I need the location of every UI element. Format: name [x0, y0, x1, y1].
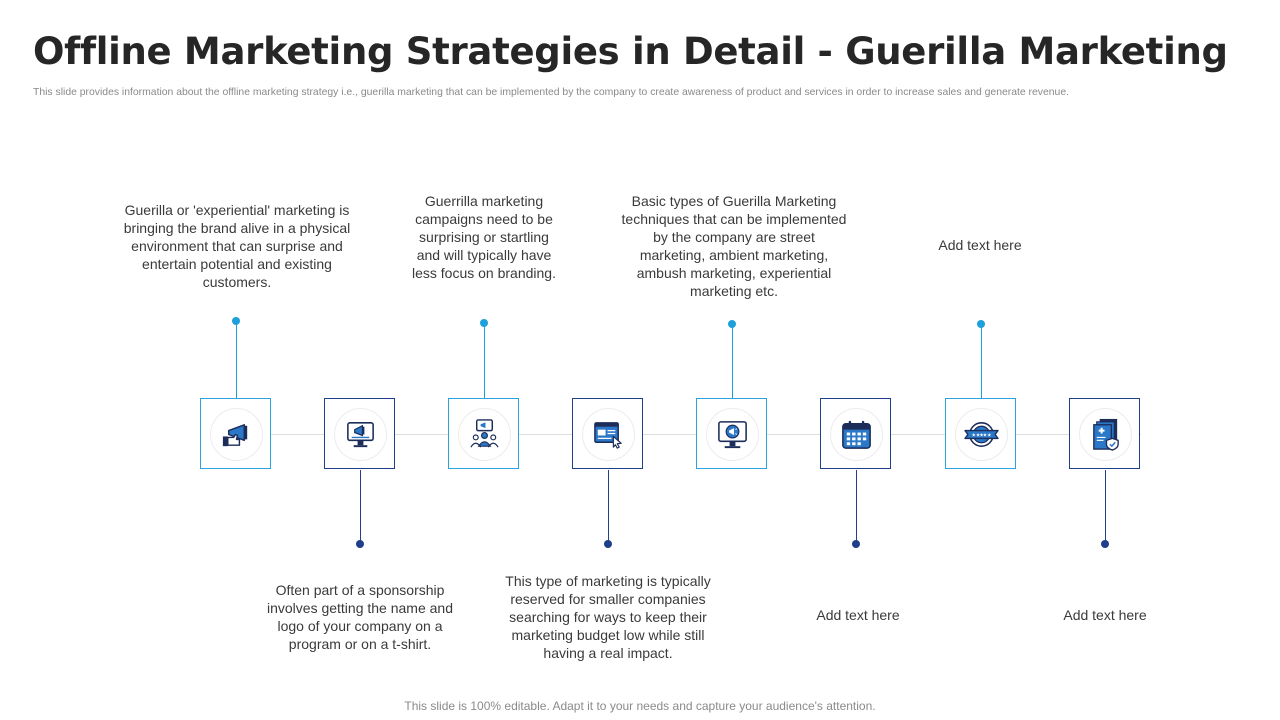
svg-text:★: ★ — [983, 432, 988, 438]
connector-dot-8 — [1101, 540, 1109, 548]
web-page-cursor-icon — [594, 422, 622, 449]
step-2-text[interactable]: Often part of a sponsorship involves get… — [266, 582, 453, 652]
desktop-announcement-icon — [718, 421, 747, 449]
step-1-text[interactable]: Guerilla or 'experiential' marketing is … — [123, 202, 351, 290]
connector-dot-2 — [356, 540, 364, 548]
step-8-icon-box — [1069, 398, 1140, 469]
slide-title: Offline Marketing Strategies in Detail -… — [33, 30, 1228, 73]
connector-line-6 — [856, 470, 857, 544]
step-2-icon-box — [324, 398, 395, 469]
step-7-text[interactable]: Add text here — [938, 237, 1022, 253]
step-5-text[interactable]: Basic types of Guerilla Marketing techni… — [621, 193, 847, 299]
connector-dot-6 — [852, 540, 860, 548]
step-6-icon-box — [820, 398, 891, 469]
megaphone-hand-icon — [222, 424, 248, 447]
step-3-text[interactable]: Guerrilla marketing campaigns need to be… — [412, 193, 556, 281]
svg-text:★: ★ — [987, 432, 992, 438]
connector-line-2 — [360, 470, 361, 544]
audience-presentation-icon — [470, 419, 499, 448]
connector-line-1 — [236, 321, 237, 399]
svg-text:★: ★ — [979, 432, 984, 438]
connector-line-3 — [484, 323, 485, 399]
timeline-axis — [200, 434, 1141, 435]
calendar-icon — [842, 420, 871, 449]
connector-line-5 — [732, 324, 733, 399]
svg-text:★: ★ — [976, 432, 981, 438]
step-7-icon-box: ★★★★★ — [945, 398, 1016, 469]
connector-dot-1 — [232, 317, 240, 325]
connector-line-4 — [608, 470, 609, 544]
monitor-megaphone-icon — [347, 422, 374, 448]
step-4-text[interactable]: This type of marketing is typically rese… — [505, 573, 711, 661]
step-8-text[interactable]: Add text here — [1063, 607, 1147, 623]
rating-badge-icon: ★★★★★ — [964, 422, 999, 447]
connector-dot-5 — [728, 320, 736, 328]
step-1-icon-box — [200, 398, 271, 469]
step-4-icon-box — [572, 398, 643, 469]
connector-dot-3 — [480, 319, 488, 327]
connector-line-8 — [1105, 470, 1106, 544]
step-6-text[interactable]: Add text here — [816, 607, 900, 623]
step-3-icon-box — [448, 398, 519, 469]
svg-text:★: ★ — [972, 432, 977, 438]
secure-documents-icon — [1093, 418, 1119, 451]
connector-line-7 — [981, 324, 982, 399]
connector-dot-7 — [977, 320, 985, 328]
slide-footer: This slide is 100% editable. Adapt it to… — [404, 699, 876, 713]
step-5-icon-box — [696, 398, 767, 469]
slide-subtitle: This slide provides information about th… — [33, 87, 1069, 98]
connector-dot-4 — [604, 540, 612, 548]
